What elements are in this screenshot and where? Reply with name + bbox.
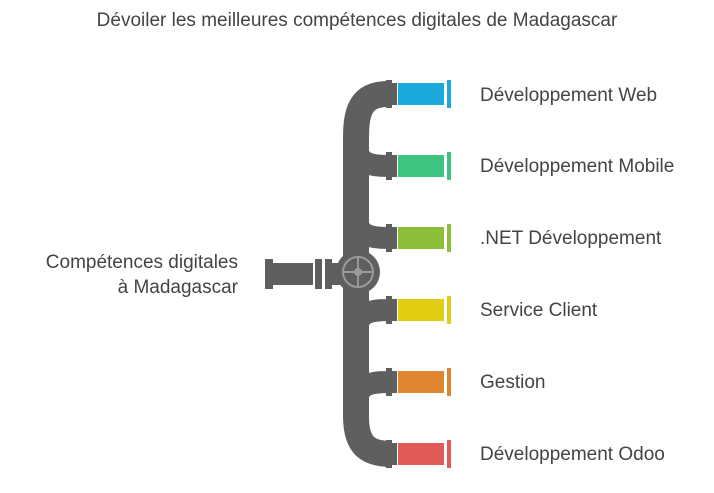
inlet-pipe: [265, 259, 342, 289]
outlet-collar: [392, 227, 397, 249]
branch-label-3: .NET Développement: [480, 228, 662, 249]
outlet-band: [398, 299, 444, 321]
branch-elbow: [345, 207, 391, 249]
outlet-band: [398, 83, 444, 105]
outlet-band: [398, 155, 444, 177]
source-label: Compétences digitales à Madagascar: [10, 250, 238, 300]
outlet-flange-colored: [447, 296, 451, 324]
branch-label-4: Service Client: [480, 300, 598, 321]
outlet-flange: [386, 152, 392, 180]
outlet-flange: [386, 224, 392, 252]
branch-outlet: [386, 296, 451, 324]
branch-elbow: [345, 299, 391, 341]
source-label-line-2: à Madagascar: [117, 277, 238, 298]
outlet-flange: [386, 440, 392, 468]
branch-elbows: [345, 135, 391, 413]
outlet-collar: [392, 83, 397, 105]
valve-wheel-icon: [336, 250, 380, 294]
outlet-band: [398, 371, 444, 393]
outlet-band: [398, 227, 444, 249]
branch-outlets: [386, 80, 451, 468]
outlet-flange: [386, 296, 392, 324]
branch-outlet: [386, 80, 451, 108]
branch-label-6: Développement Odoo: [480, 444, 665, 465]
outlet-collar: [392, 299, 397, 321]
branch-outlet: [386, 152, 451, 180]
outlet-flange-colored: [447, 80, 451, 108]
branch-label-2: Développement Mobile: [480, 156, 675, 177]
outlet-collar: [392, 155, 397, 177]
outlet-collar: [392, 443, 397, 465]
branch-label-5: Gestion: [480, 372, 546, 393]
outlet-flange: [386, 368, 392, 396]
branch-elbow: [345, 135, 391, 177]
outlet-flange-colored: [447, 440, 451, 468]
outlet-flange: [386, 80, 392, 108]
branch-label-1: Développement Web: [480, 85, 658, 106]
outlet-flange-colored: [447, 368, 451, 396]
outlet-band: [398, 443, 444, 465]
outlet-flange-colored: [447, 152, 451, 180]
branch-outlet: [386, 224, 451, 252]
branch-elbow: [345, 371, 391, 413]
outlet-collar: [392, 371, 397, 393]
branch-outlet: [386, 368, 451, 396]
source-label-line-1: Compétences digitales: [45, 252, 238, 273]
outlet-flange-colored: [447, 224, 451, 252]
branch-outlet: [386, 440, 451, 468]
diagram-title: Dévoiler les meilleures compétences digi…: [96, 10, 618, 31]
